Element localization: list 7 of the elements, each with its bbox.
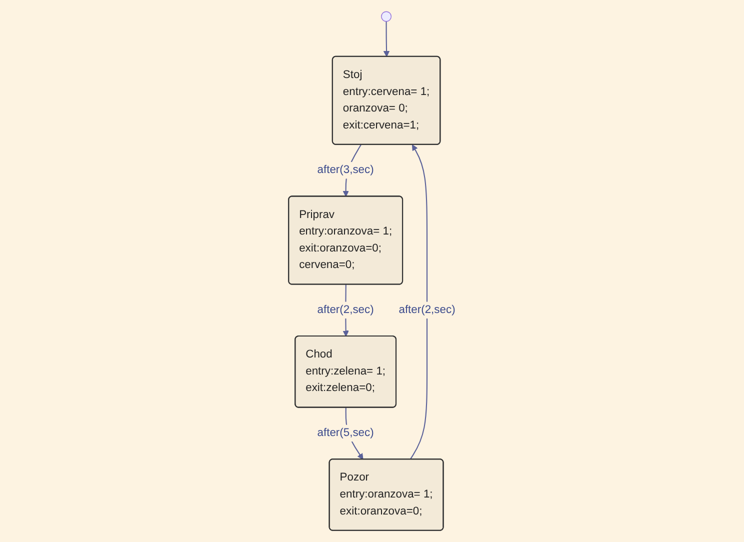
arrow: [410, 144, 428, 460]
edge-label: after(5,sec): [317, 426, 374, 439]
arrow: [384, 21, 390, 57]
node-circle: [381, 11, 392, 22]
edge-label: after(2,sec): [398, 304, 456, 316]
edge-label: after(2,sec): [317, 304, 374, 316]
edge-label: after(3,sec): [317, 164, 374, 176]
